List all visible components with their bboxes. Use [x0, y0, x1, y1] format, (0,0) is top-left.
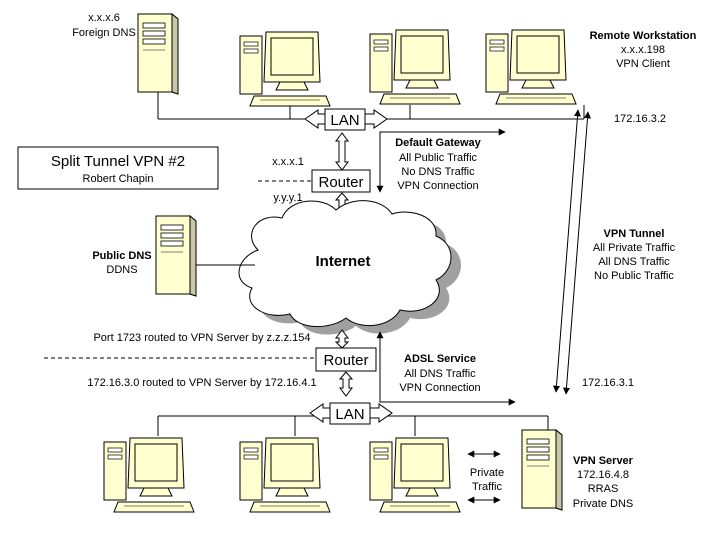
remote-workstation — [485, 29, 577, 105]
ip-client-tunnel: 172.16.3.2 — [614, 113, 666, 125]
default-gw-line-2: No DNS Traffic — [401, 166, 475, 178]
default-gw-title: Default Gateway — [395, 137, 481, 149]
top-router-ip-down: y.y.y.1 — [273, 192, 302, 204]
public-dns-server — [155, 215, 197, 297]
adsl-line-2: VPN Connection — [399, 382, 480, 394]
vpn-server-dns: Private DNS — [573, 498, 634, 510]
bottom-router-note-route: 172.16.3.0 routed to VPN Server by 172.1… — [87, 377, 316, 389]
adsl-line-1: All DNS Traffic — [404, 368, 476, 380]
top-router-ip-up: x.x.x.1 — [272, 156, 304, 168]
vpn-tunnel-line-2: All DNS Traffic — [598, 256, 670, 268]
foreign-dns-ip: x.x.x.6 — [88, 12, 120, 24]
default-gw-line-1: All Public Traffic — [399, 152, 478, 164]
top-router-label: Router — [318, 174, 363, 191]
internet-cloud — [238, 200, 461, 335]
remote-ws-role: VPN Client — [616, 58, 670, 70]
private-traffic-2: Traffic — [472, 481, 502, 493]
remote-ws-title: Remote Workstation — [590, 30, 697, 42]
internet-label: Internet — [315, 253, 370, 270]
top-lan-label: LAN — [330, 112, 359, 129]
vpn-tunnel-title: VPN Tunnel — [604, 228, 665, 240]
title-text: Split Tunnel VPN #2 — [51, 153, 185, 170]
top-router — [311, 169, 371, 193]
foreign-dns-name: Foreign DNS — [72, 27, 136, 39]
workstation-top-2 — [369, 29, 461, 105]
workstation-bottom-1 — [103, 437, 195, 513]
bottom-router-label: Router — [323, 352, 368, 369]
workstation-top-1 — [239, 31, 331, 107]
foreign-dns-server — [137, 13, 179, 95]
vpn-tunnel-arrow-a — [553, 109, 581, 393]
private-traffic-1: Private — [470, 467, 504, 479]
default-gw-line-3: VPN Connection — [397, 180, 478, 192]
workstation-bottom-3 — [369, 437, 461, 513]
title-box — [17, 146, 219, 190]
ip-server-tunnel: 172.16.3.1 — [582, 377, 634, 389]
bottom-lan-box — [329, 402, 371, 425]
workstation-bottom-2 — [239, 437, 331, 513]
vpn-server-title: VPN Server — [573, 455, 634, 467]
vpn-server-role: RRAS — [588, 483, 619, 495]
vpn-server-ip: 172.16.4.8 — [577, 469, 629, 481]
adsl-title: ADSL Service — [404, 353, 476, 365]
vpn-tunnel-line-1: All Private Traffic — [593, 242, 676, 254]
public-dns-name: DDNS — [106, 264, 137, 276]
title-author: Robert Chapin — [83, 173, 154, 185]
vpn-tunnel-arrow-b — [563, 111, 591, 395]
top-lan-box — [324, 108, 366, 131]
bottom-router — [315, 347, 377, 372]
vpn-tunnel-line-3: No Public Traffic — [594, 270, 674, 282]
vpn-server — [521, 429, 563, 511]
public-dns-title: Public DNS — [92, 250, 151, 262]
bottom-router-note-port: Port 1723 routed to VPN Server by z.z.z.… — [93, 332, 310, 344]
remote-ws-ip: x.x.x.198 — [621, 44, 665, 56]
bottom-lan-label: LAN — [335, 406, 364, 423]
